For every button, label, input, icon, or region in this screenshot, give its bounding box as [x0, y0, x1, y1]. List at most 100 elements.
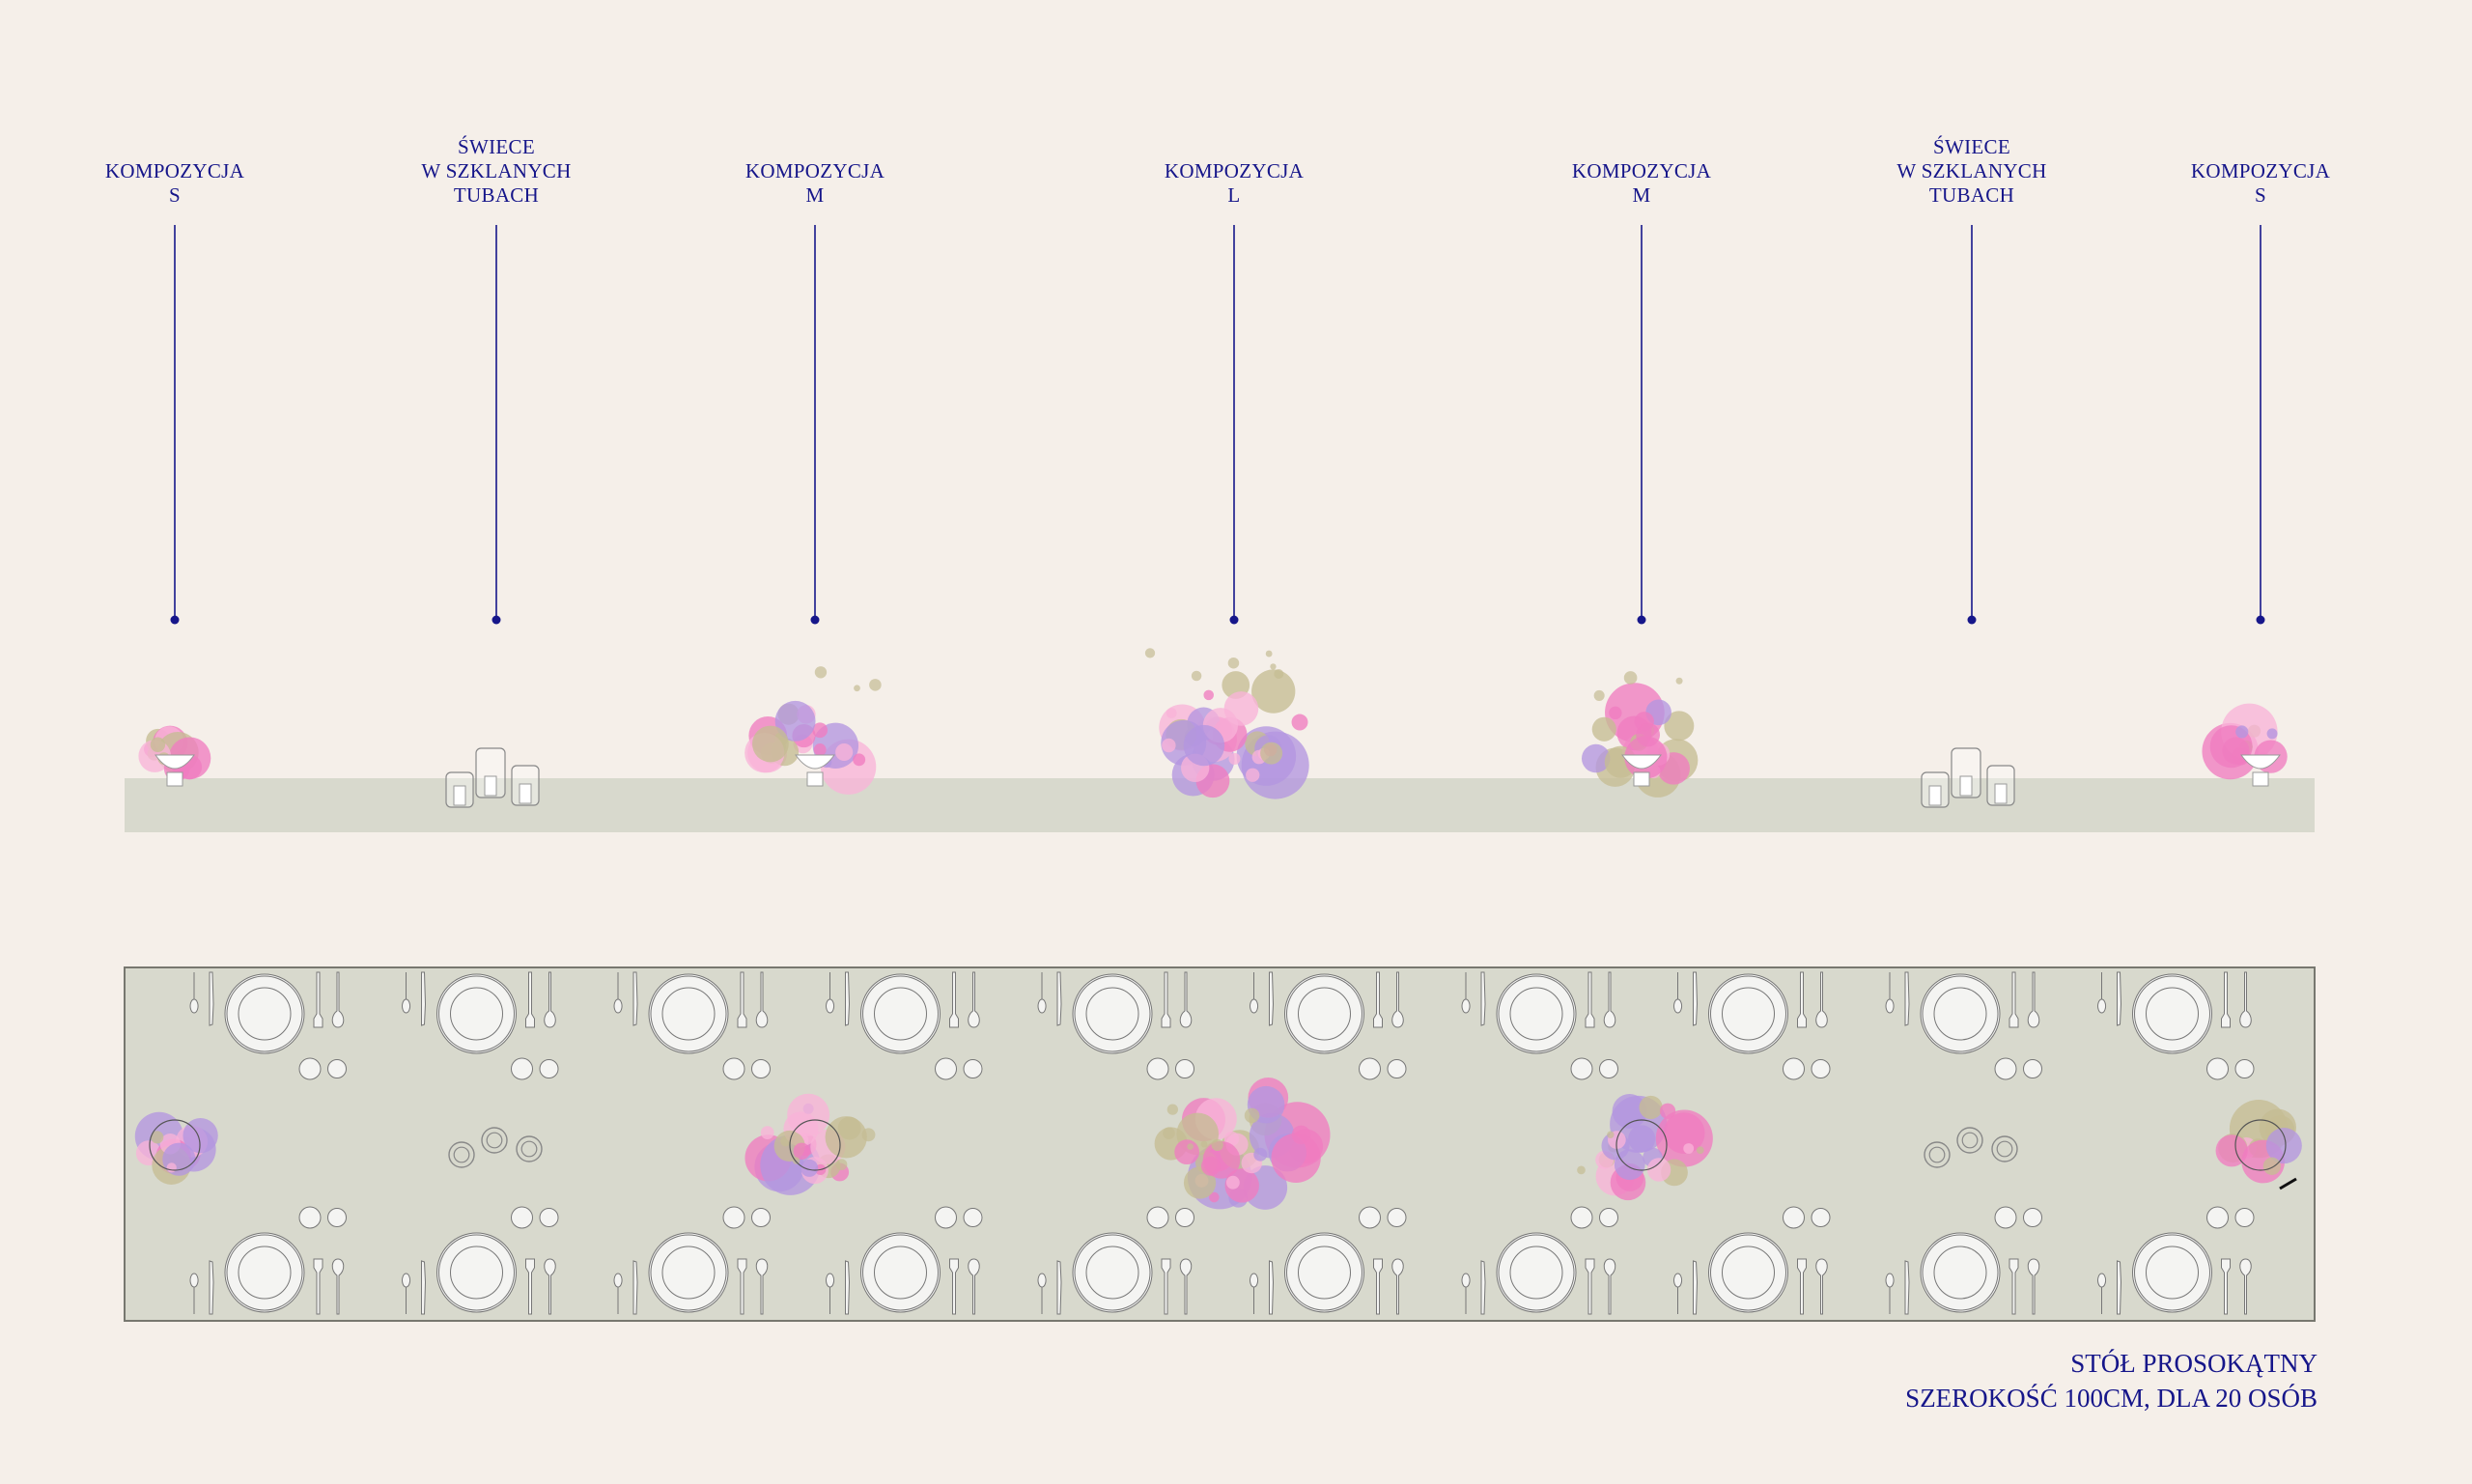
glass-icon: [327, 1059, 347, 1078]
place-setting: [2097, 971, 2255, 1080]
glass-icon: [539, 1059, 559, 1078]
flower-bud: [835, 1159, 848, 1171]
flower-circle: [1591, 716, 1616, 742]
spoon-icon: [1603, 971, 1616, 1028]
spoon-icon: [544, 971, 556, 1028]
flower-bud: [1623, 671, 1638, 685]
teaspoon-icon: [189, 1273, 199, 1314]
place-setting: [1037, 971, 1194, 1080]
plate-rim: [1286, 1234, 1362, 1311]
flower-circle: [2266, 728, 2278, 740]
candle-icon: [484, 775, 497, 797]
plate-rim: [650, 975, 727, 1052]
glass-icon: [1175, 1208, 1194, 1227]
label-line: M: [805, 183, 825, 207]
flower-composition-s: [134, 1111, 218, 1185]
place-setting: [1461, 971, 1618, 1080]
label-line: ŚWIECE: [458, 135, 535, 158]
flower-bud: [1200, 1140, 1208, 1148]
glass-icon: [2234, 1208, 2255, 1227]
glass-icon: [1599, 1059, 1618, 1078]
knife-icon: [632, 1260, 638, 1315]
flower-circle: [774, 700, 816, 742]
leader-dot: [2256, 615, 2265, 625]
knife-icon: [209, 1260, 214, 1315]
spoon-icon: [755, 971, 769, 1028]
vase-base-icon: [166, 771, 183, 787]
flower-circle: [166, 1162, 177, 1173]
glass-icon: [2206, 1206, 2229, 1229]
place-setting: [1885, 1206, 2042, 1315]
flower-bud: [1244, 1107, 1260, 1124]
plate-inner: [874, 1246, 927, 1300]
composition-top-view: [134, 1111, 218, 1185]
label-line: KOMPOZYCJA: [104, 159, 245, 182]
spoon-icon: [1179, 1258, 1193, 1315]
glass-icon: [2234, 1059, 2255, 1078]
spoon-icon: [968, 971, 980, 1028]
fork-icon: [737, 971, 747, 1028]
glass-candle-tubes-top: [448, 1127, 543, 1168]
candle-icon: [1959, 775, 1973, 797]
place-setting: [1250, 971, 1407, 1080]
flower-circle: [2262, 1157, 2282, 1175]
plate-inner: [2146, 1246, 2199, 1300]
plate-inner: [238, 1246, 292, 1300]
flower-circle: [801, 1159, 819, 1177]
vase-icon: [154, 754, 195, 770]
flower-circle: [793, 1142, 810, 1161]
flower-bud: [1270, 663, 1277, 670]
glass-icon: [751, 1059, 771, 1078]
place-setting: [826, 971, 983, 1080]
label-line: ŚWIECE: [1933, 135, 2010, 158]
fork-icon: [2221, 1258, 2231, 1315]
knife-icon: [421, 971, 427, 1026]
place-setting: [1461, 1206, 1618, 1315]
flower-circle: [1664, 711, 1695, 742]
fork-icon: [2221, 971, 2231, 1028]
table-caption: STÓŁ PROSOKĄTNY SZEROKOŚĆ 100CM, DLA 20 …: [1905, 1346, 2318, 1415]
label-line: W SZKLANYCH: [421, 159, 572, 182]
glass-icon: [1359, 1206, 1381, 1229]
flower-bud: [1696, 1146, 1704, 1155]
flower-circle: [1223, 691, 1259, 726]
flower-circle: [835, 742, 854, 762]
teaspoon-icon: [189, 972, 199, 1014]
plate-inner: [1298, 1246, 1351, 1300]
glass-icon: [298, 1206, 322, 1229]
fork-icon: [525, 1258, 535, 1315]
place-setting: [189, 1206, 347, 1315]
knife-icon: [845, 971, 851, 1026]
flower-circle: [1174, 1139, 1199, 1165]
plate-inner: [1722, 987, 1775, 1041]
glass-tube-icon: [481, 1127, 508, 1154]
fork-icon: [1585, 1258, 1595, 1315]
plate-rim: [1498, 975, 1575, 1052]
glass-icon: [1783, 1206, 1805, 1229]
leader-dot: [1229, 615, 1239, 625]
glass-icon: [1570, 1057, 1593, 1080]
glass-icon: [1175, 1059, 1194, 1078]
plate-rim: [2134, 1234, 2210, 1311]
plate-rim: [862, 975, 939, 1052]
candle-icon: [1996, 1140, 2013, 1158]
place-setting: [1037, 1206, 1194, 1315]
plate-rim: [1498, 1234, 1575, 1311]
flower-circle: [752, 725, 789, 763]
flower-circle: [1246, 768, 1260, 782]
glass-tube-icon: [516, 1135, 543, 1162]
flower-bud: [1211, 1138, 1223, 1152]
fork-icon: [525, 971, 535, 1028]
label-line: M: [1632, 183, 1651, 207]
flower-bud: [1577, 1165, 1586, 1175]
plate-rim: [1710, 975, 1786, 1052]
flower-circle: [151, 1131, 164, 1144]
plate-inner: [1085, 1246, 1139, 1300]
glass-icon: [298, 1057, 322, 1080]
flower-composition-l: [1154, 1078, 1331, 1210]
caption-table-type: STÓŁ PROSOKĄTNY: [2070, 1349, 2318, 1378]
candle-icon: [1961, 1132, 1979, 1149]
flower-bud: [1187, 1143, 1194, 1150]
